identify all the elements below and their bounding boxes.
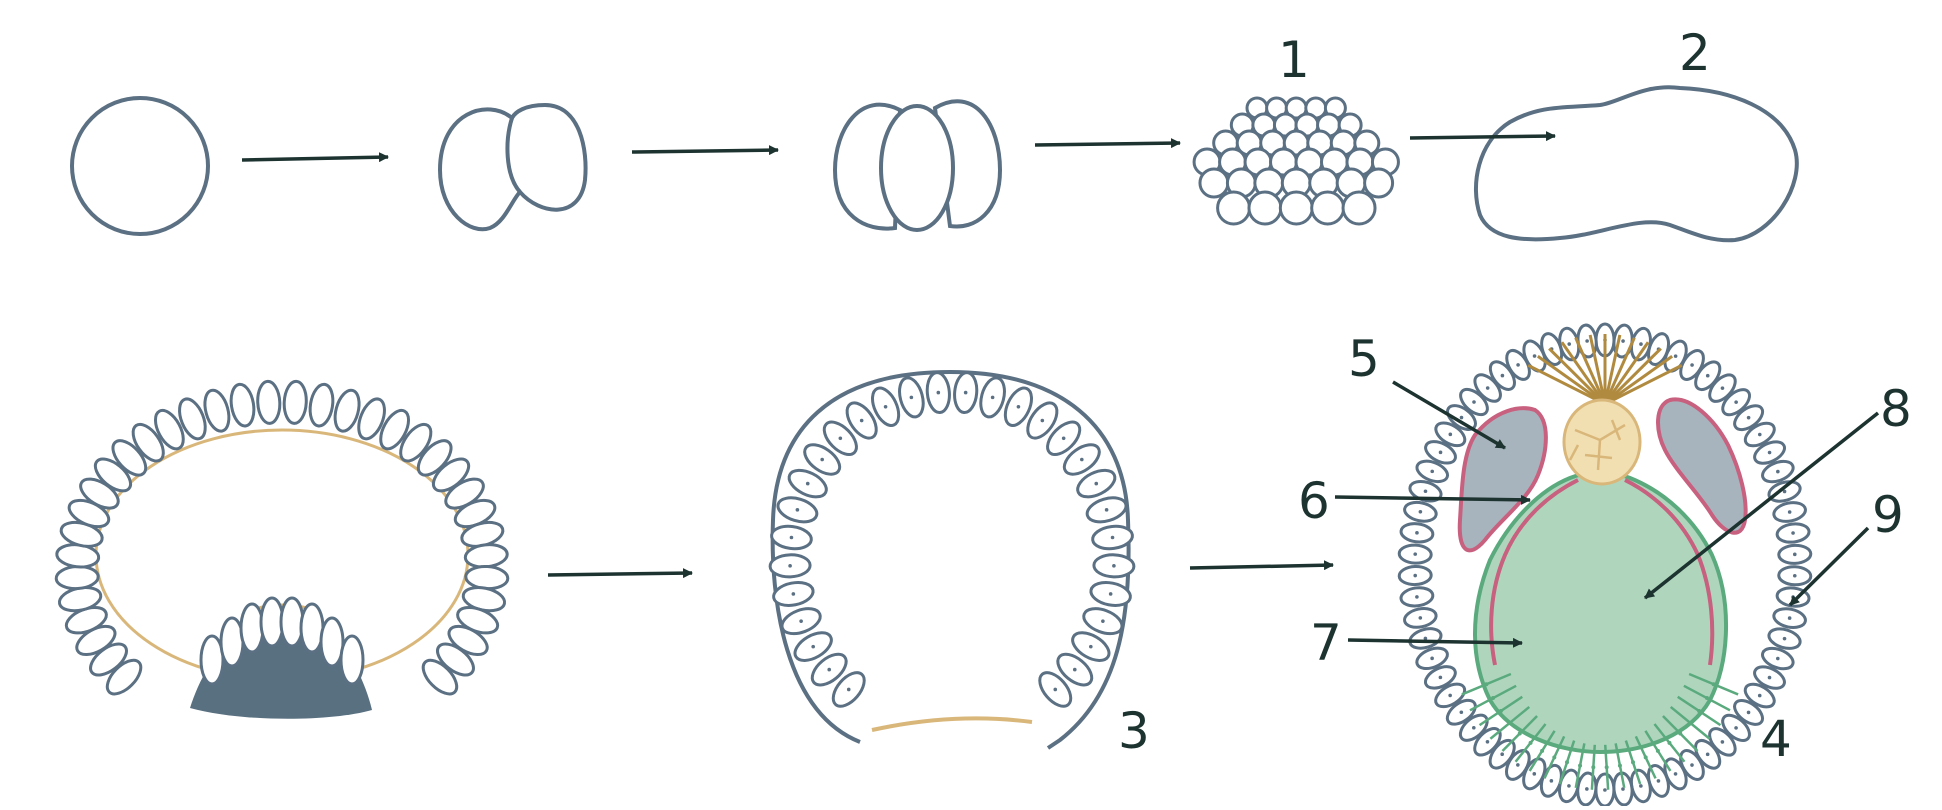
label-7: 7 [1310, 614, 1342, 672]
pointer-7 [1347, 637, 1523, 648]
pointer-5 [1392, 380, 1506, 450]
label-pointers [1334, 380, 1880, 648]
morula-icon [1192, 96, 1400, 226]
arrow-6 [1189, 560, 1334, 571]
arrow-4 [1409, 131, 1556, 142]
pointer-9 [1788, 526, 1870, 607]
label-1: 1 [1278, 31, 1310, 89]
left-mesoderm-pocket [1457, 406, 1548, 553]
right-mesoderm-pocket [1656, 397, 1748, 535]
label-5: 5 [1348, 330, 1380, 388]
pointer-8 [1643, 411, 1880, 600]
label-8: 8 [1880, 380, 1912, 438]
label-9: 9 [1872, 486, 1904, 544]
zygote-icon [70, 96, 210, 236]
heart-shaped-embryo-icon [1473, 85, 1799, 243]
label-2: 2 [1679, 24, 1711, 82]
two-cell-embryo-icon [437, 102, 588, 232]
apical-tuft [1527, 334, 1683, 406]
progression-arrows [241, 131, 1556, 579]
arrow-3 [1034, 138, 1181, 149]
label-3: 3 [1118, 702, 1150, 760]
gastrula-icon [768, 369, 1136, 750]
arrow-2 [631, 145, 779, 156]
label-4: 4 [1760, 710, 1792, 768]
four-cell-embryo-icon [832, 99, 1003, 232]
blastula-icon [54, 379, 510, 719]
label-6: 6 [1298, 472, 1330, 530]
archenteron-cavity [1473, 470, 1729, 755]
cross-section-icon [1397, 322, 1813, 808]
arrow-1 [241, 152, 389, 163]
number-labels: 1 2 3 4 5 6 7 8 9 [1118, 24, 1912, 768]
arrow-5 [547, 568, 693, 579]
pointer-6 [1334, 494, 1531, 505]
cell-cluster [1562, 398, 1642, 486]
